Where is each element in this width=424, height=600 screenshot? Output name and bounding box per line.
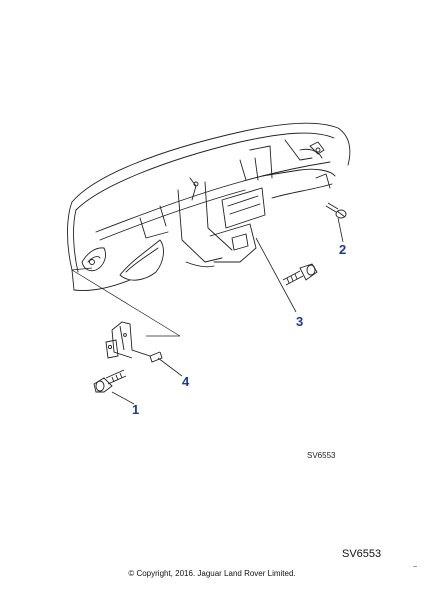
- diagram-reference-code: SV6553: [307, 451, 336, 460]
- leader-line-3: [255, 237, 297, 313]
- leader-line-2: [337, 217, 344, 243]
- corner-mark: [413, 566, 417, 567]
- leader-line-4: [157, 357, 183, 377]
- copyright-notice: © Copyright, 2016. Jaguar Land Rover Lim…: [128, 569, 296, 578]
- leader-line-1: [111, 391, 135, 405]
- callout-4[interactable]: 4: [182, 374, 190, 389]
- callout-2[interactable]: 2: [339, 242, 347, 257]
- callout-3[interactable]: 3: [296, 314, 304, 329]
- leader-lines: [111, 217, 344, 405]
- bolt-part-3: [282, 263, 318, 286]
- screw-part-2: [325, 202, 347, 219]
- callout-1[interactable]: 1: [132, 402, 140, 417]
- bolt-part-1: [93, 369, 127, 393]
- bracket-part-4: [105, 321, 163, 363]
- footer-reference-code: SV6553: [342, 548, 382, 560]
- instrument-panel-drawing: [67, 122, 351, 291]
- construction-lines: [71, 267, 181, 337]
